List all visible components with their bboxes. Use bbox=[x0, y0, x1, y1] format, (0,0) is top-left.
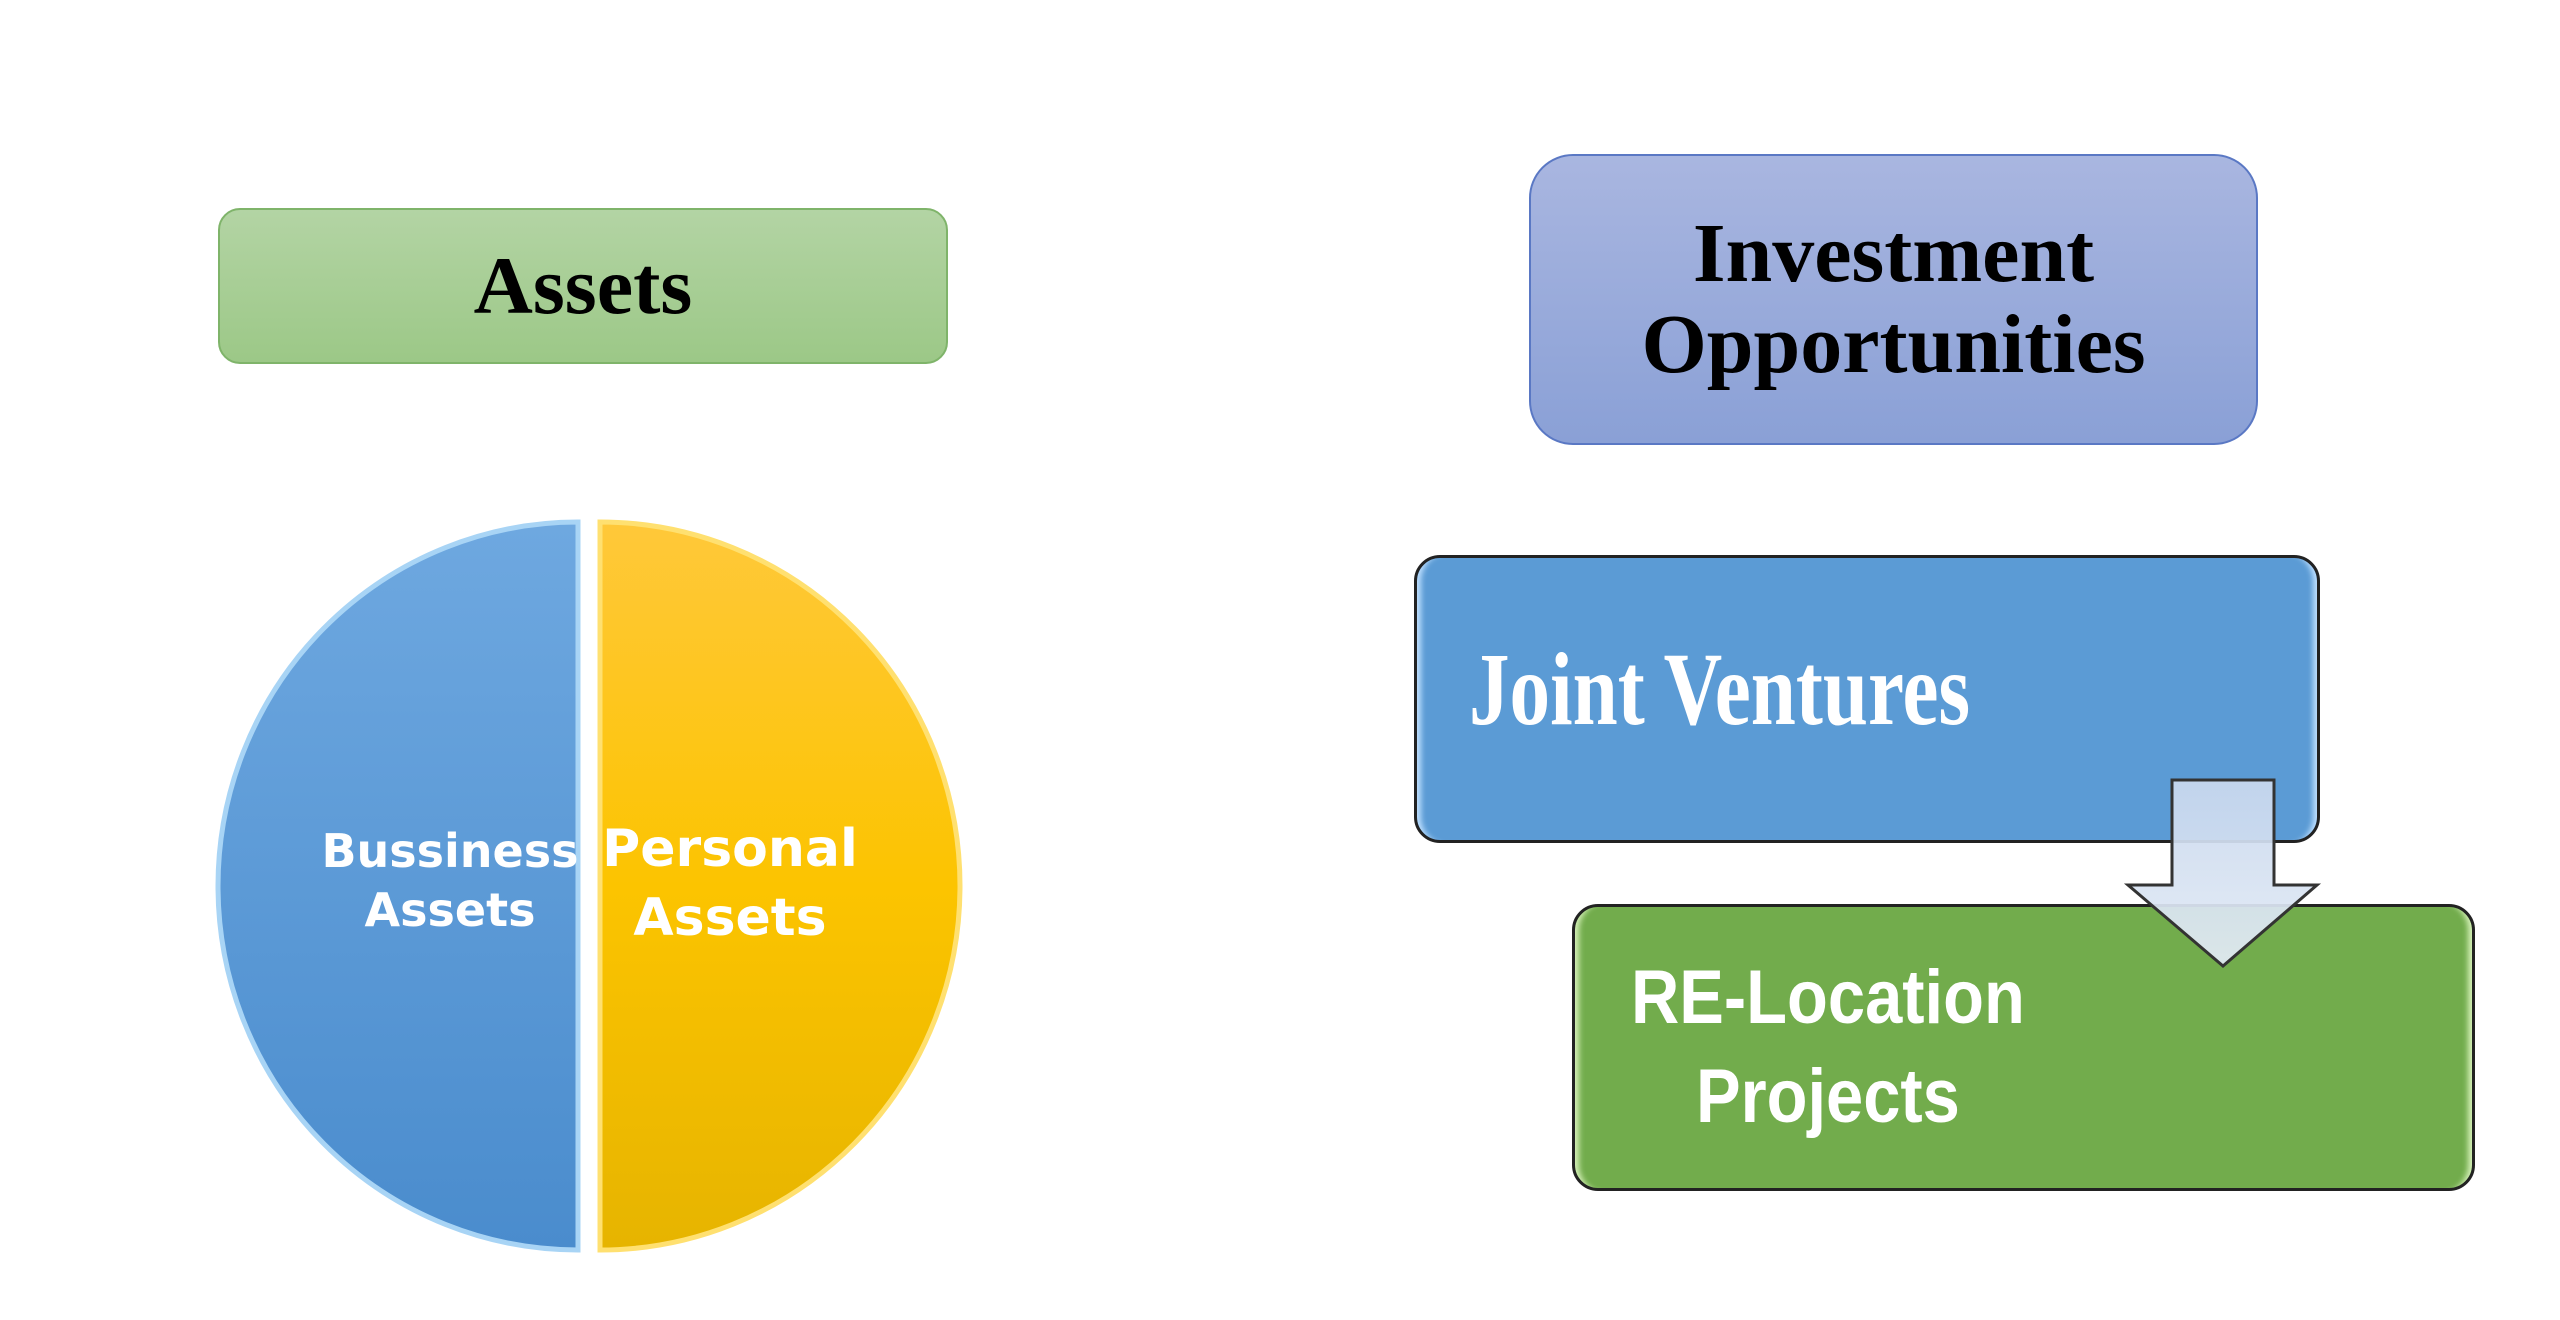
pie-slice-business-assets bbox=[215, 519, 581, 1253]
investment-title-line2: Opportunities bbox=[1641, 297, 2146, 391]
label-line: Assets bbox=[364, 882, 536, 937]
joint-ventures-label: Joint Ventures bbox=[1469, 631, 1971, 747]
assets-title: Assets bbox=[473, 240, 693, 331]
assets-header: Assets bbox=[218, 208, 948, 364]
label-line: Bussiness bbox=[321, 824, 579, 878]
label-line: Personal bbox=[602, 819, 858, 879]
label-line: Assets bbox=[633, 887, 827, 948]
step-joint-ventures: Joint Ventures bbox=[1414, 555, 2320, 843]
investment-title-line1: Investment bbox=[1692, 206, 2095, 300]
label-line: Projects bbox=[1695, 1053, 1960, 1139]
pie-slice-personal-assets bbox=[597, 519, 963, 1253]
label-line: RE-Location bbox=[1631, 954, 2025, 1040]
